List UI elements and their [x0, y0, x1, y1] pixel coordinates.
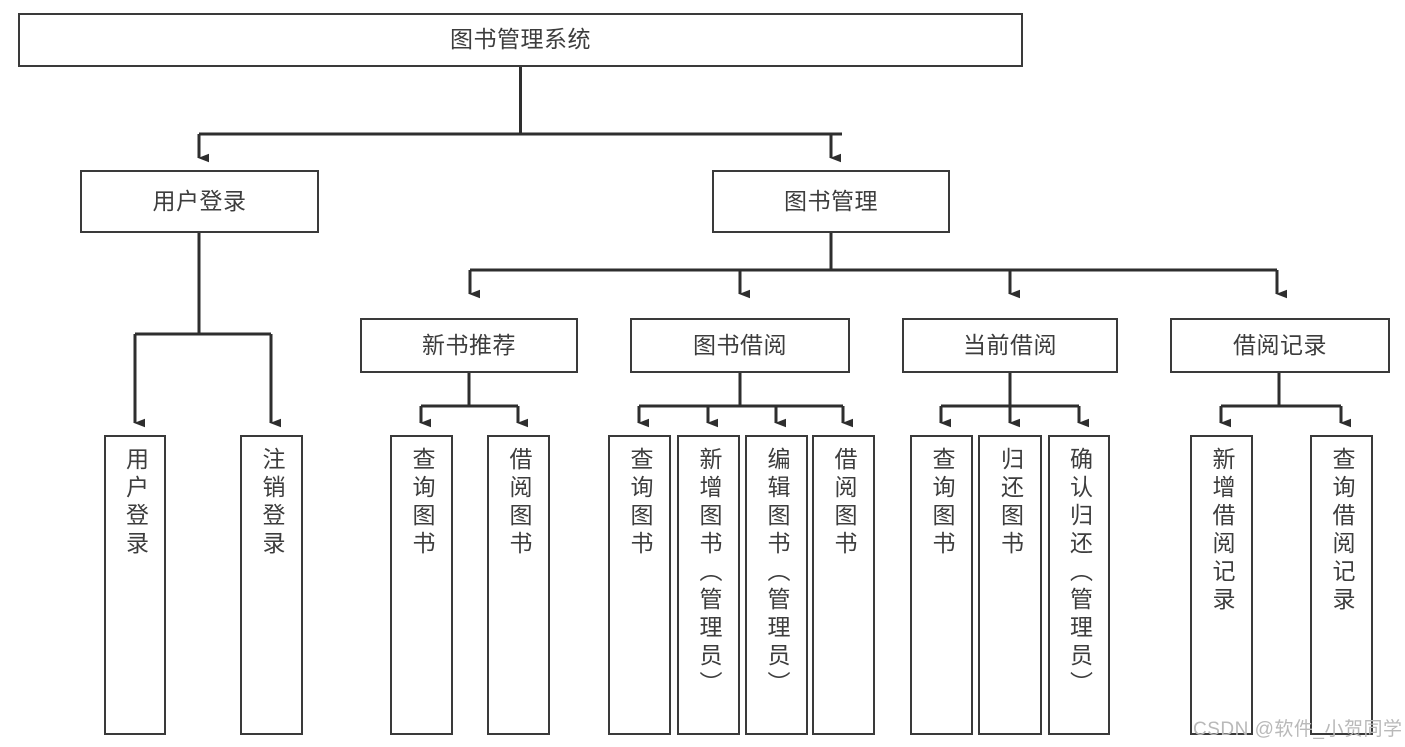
node-leaf-query-borrow-record[interactable]: 查询借阅记录 — [1310, 435, 1373, 735]
node-leaf-logout-label: 注销登录 — [259, 447, 285, 559]
node-root-system[interactable]: 图书管理系统 — [18, 13, 1023, 67]
node-borrow-records[interactable]: 借阅记录 — [1170, 318, 1390, 373]
node-leaf-add-borrow-record-label: 新增借阅记录 — [1209, 447, 1235, 615]
node-leaf-confirm-return-admin-label: 确认归还（管理员） — [1066, 447, 1093, 699]
node-leaf-add-book-admin[interactable]: 新增图书（管理员） — [677, 435, 740, 735]
node-leaf-add-borrow-record[interactable]: 新增借阅记录 — [1190, 435, 1253, 735]
node-leaf-edit-book-admin[interactable]: 编辑图书（管理员） — [745, 435, 808, 735]
node-borrow-records-label: 借阅记录 — [1233, 331, 1327, 358]
node-leaf-user-login[interactable]: 用户登录 — [104, 435, 166, 735]
node-leaf-return-book-label: 归还图书 — [997, 447, 1024, 559]
node-book-management-label: 图书管理 — [784, 187, 878, 214]
node-leaf-logout[interactable]: 注销登录 — [240, 435, 303, 735]
csdn-watermark: CSDN @软件_小贺同学 — [1193, 719, 1403, 740]
node-new-book-recommend[interactable]: 新书推荐 — [360, 318, 578, 373]
node-current-borrow-label: 当前借阅 — [963, 331, 1057, 358]
node-leaf-add-book-admin-label: 新增图书（管理员） — [696, 447, 722, 699]
node-current-borrow[interactable]: 当前借阅 — [902, 318, 1118, 373]
node-user-login-label: 用户登录 — [152, 187, 247, 214]
node-leaf-confirm-return-admin[interactable]: 确认归还（管理员） — [1048, 435, 1110, 735]
node-leaf-return-book[interactable]: 归还图书 — [978, 435, 1042, 735]
node-leaf-query-book-recommend-label: 查询图书 — [409, 447, 435, 559]
node-root-system-label: 图书管理系统 — [450, 26, 591, 53]
node-user-login[interactable]: 用户登录 — [80, 170, 319, 233]
node-leaf-borrow-book[interactable]: 借阅图书 — [812, 435, 875, 735]
node-book-borrow-label: 图书借阅 — [693, 331, 787, 358]
node-leaf-query-book-current[interactable]: 查询图书 — [910, 435, 973, 735]
node-leaf-query-book-borrow[interactable]: 查询图书 — [608, 435, 671, 735]
node-leaf-edit-book-admin-label: 编辑图书（管理员） — [764, 447, 790, 699]
node-leaf-borrow-book-recommend-label: 借阅图书 — [506, 447, 532, 559]
node-book-borrow[interactable]: 图书借阅 — [630, 318, 850, 373]
node-leaf-borrow-book-label: 借阅图书 — [831, 447, 857, 559]
node-leaf-borrow-book-recommend[interactable]: 借阅图书 — [487, 435, 550, 735]
node-new-book-recommend-label: 新书推荐 — [422, 331, 516, 358]
node-leaf-query-book-borrow-label: 查询图书 — [627, 447, 653, 559]
node-leaf-query-book-recommend[interactable]: 查询图书 — [390, 435, 453, 735]
node-leaf-user-login-label: 用户登录 — [122, 447, 149, 559]
node-leaf-query-borrow-record-label: 查询借阅记录 — [1329, 447, 1355, 615]
node-leaf-query-book-current-label: 查询图书 — [929, 447, 955, 559]
node-book-management[interactable]: 图书管理 — [712, 170, 950, 233]
